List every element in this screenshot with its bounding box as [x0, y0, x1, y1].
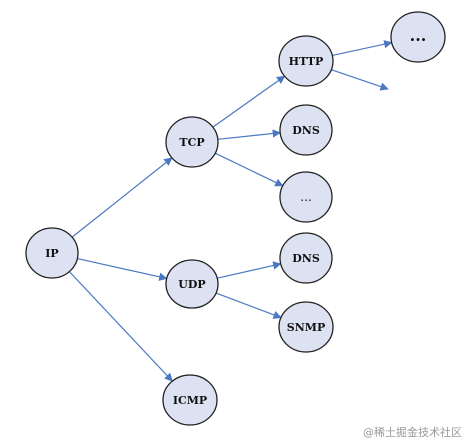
node-label-tcp: TCP — [179, 136, 204, 149]
edge-udp-to-dns2 — [217, 261, 282, 279]
node-udp: UDP — [165, 259, 219, 309]
node-ip: IP — [25, 227, 79, 279]
edges-layer — [68, 40, 393, 382]
node-circle-http — [278, 35, 334, 87]
node-tcp: TCP — [165, 116, 219, 168]
node-circle-icmp — [162, 374, 218, 426]
node-circle-udp — [165, 259, 219, 309]
node-icmp: ICMP — [162, 374, 218, 426]
edge-ip-to-icmp — [68, 271, 173, 382]
node-label-http: HTTP — [289, 55, 324, 68]
edge-http-to-unlabeled — [331, 69, 389, 91]
node-more1: ... — [279, 171, 333, 223]
node-circle-snmp — [278, 301, 334, 353]
node-more2: ... — [390, 11, 446, 63]
node-circle-ip — [25, 227, 79, 279]
edge-ip-to-tcp — [71, 157, 173, 238]
node-label-icmp: ICMP — [173, 394, 207, 407]
node-circle-dns1 — [279, 104, 333, 156]
edge-http-to-more2 — [332, 40, 393, 56]
node-circle-dns2 — [279, 232, 333, 284]
watermark: @稀土掘金技术社区 — [363, 426, 462, 439]
node-dns2: DNS — [279, 232, 333, 284]
node-circle-tcp — [165, 116, 219, 168]
edge-tcp-to-dns1 — [217, 129, 282, 140]
node-label-dns1: DNS — [292, 124, 320, 137]
node-circle-more2 — [390, 11, 446, 63]
edge-udp-to-snmp — [215, 292, 282, 319]
edge-ip-to-udp — [77, 258, 168, 281]
node-circle-more1 — [279, 171, 333, 223]
edge-tcp-to-more1 — [214, 152, 284, 187]
node-dns1: DNS — [279, 104, 333, 156]
nodes-layer: IP TCP UDP ICMP HTTP DNS...... DNS SNMP — [25, 11, 446, 426]
node-label-udp: UDP — [178, 278, 205, 291]
node-http: HTTP — [278, 35, 334, 87]
node-label-more2: ... — [410, 26, 427, 45]
node-label-more1: ... — [300, 190, 311, 204]
node-label-ip: IP — [45, 247, 58, 260]
edge-tcp-to-http — [212, 75, 286, 128]
node-label-dns2: DNS — [292, 252, 320, 265]
node-snmp: SNMP — [278, 301, 334, 353]
node-label-snmp: SNMP — [287, 321, 325, 334]
